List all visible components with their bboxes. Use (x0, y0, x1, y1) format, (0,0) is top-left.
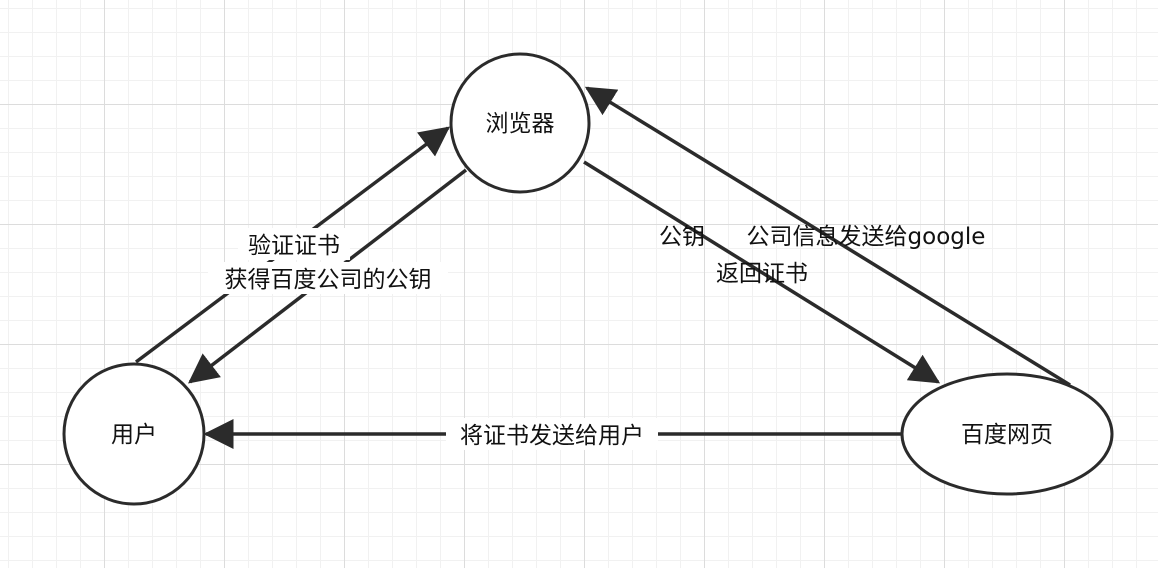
edge-label-company-info: 公司信息发送给google (747, 224, 986, 250)
edge-label-send-cert-to-user: 将证书发送给用户 (460, 423, 644, 449)
edge-baidu-to-browser (584, 86, 1071, 387)
edge-label-return-cert: 返回证书 (716, 261, 808, 287)
edge-label-public-key: 公钥 (659, 224, 705, 250)
node-user: 用户 (62, 362, 206, 506)
node-baidu: 百度网页 (900, 372, 1114, 496)
edge-label-get-public-key: 获得百度公司的公钥 (225, 267, 432, 293)
node-baidu-label: 百度网页 (961, 422, 1053, 448)
edge-label-bg-verify (238, 228, 350, 260)
edge-browser-to-baidu (583, 160, 941, 384)
node-browser-label: 浏览器 (486, 111, 555, 137)
edge-label-bg-send-to-user (446, 418, 658, 450)
node-browser: 浏览器 (449, 52, 591, 194)
edge-label-verify-cert: 验证证书 (248, 233, 340, 259)
edge-label-bg-publickey (208, 262, 448, 294)
node-user-label: 用户 (111, 422, 157, 448)
